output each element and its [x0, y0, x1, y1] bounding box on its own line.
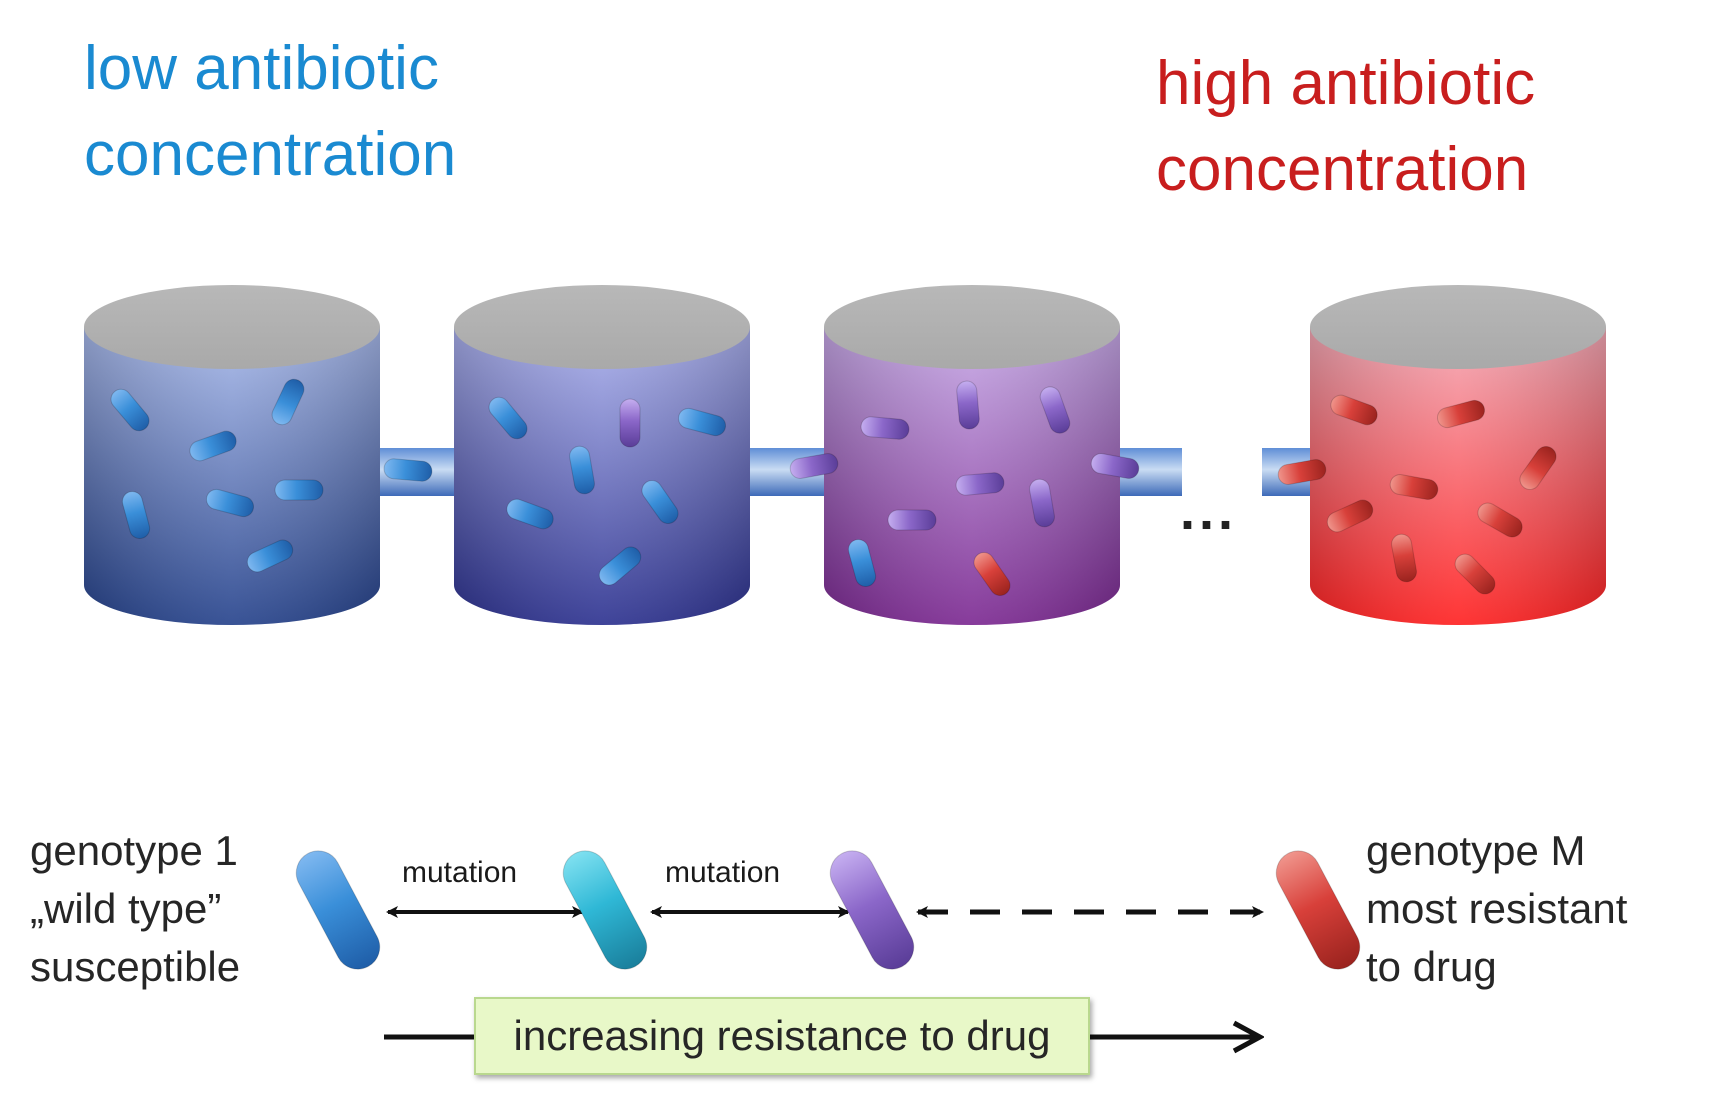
bacterium-icon — [1477, 502, 1523, 538]
bacterium-icon — [887, 509, 937, 531]
bacterium-icon — [488, 396, 528, 440]
bacterium-icon — [1277, 459, 1327, 485]
bacterium-icon — [271, 378, 305, 426]
mutation-label-1: mutation — [402, 856, 518, 889]
bioreactor-top — [84, 285, 380, 369]
bacterium-icon — [1454, 553, 1496, 595]
bacterium-icon — [1326, 499, 1374, 533]
bacterium-icon — [956, 380, 980, 430]
genotype-1-label: genotype 1 „wild type” susceptible — [30, 822, 240, 996]
bacterium-icon — [569, 445, 595, 495]
bacterium-icon — [1389, 474, 1439, 500]
bacterium-icon — [246, 539, 294, 573]
low-concentration-title: low antibiotic concentration — [84, 26, 456, 198]
genotype-bacteria — [295, 850, 1361, 970]
low-concentration-line2: concentration — [84, 120, 457, 189]
bacterium-icon — [1090, 453, 1140, 479]
bacterium-icon — [205, 488, 255, 518]
bacterium-icon — [1391, 533, 1417, 583]
bacterium-icon — [274, 479, 324, 501]
bioreactor-2 — [454, 285, 750, 625]
bacterium-icon — [677, 407, 727, 437]
bacterium-icon — [1519, 446, 1557, 490]
bacterium-icon — [860, 416, 910, 440]
high-concentration-title: high antibiotic concentration — [1156, 41, 1535, 213]
bacterium-icon — [189, 430, 237, 462]
high-concentration-line2: concentration — [1156, 135, 1529, 204]
genotype-1-type: „wild type” — [30, 885, 222, 932]
bacterium-icon — [295, 850, 381, 970]
bioreactor-1 — [84, 285, 380, 625]
high-concentration-line1: high antibiotic — [1156, 49, 1536, 118]
bacterium-icon — [506, 498, 554, 530]
bacterium-icon — [641, 480, 679, 524]
bioreactor-top — [824, 285, 1120, 369]
bioreactor-4 — [1310, 285, 1606, 625]
bioreactor-top — [1310, 285, 1606, 369]
resistance-box: increasing resistance to drug — [474, 997, 1090, 1075]
genotype-1-name: genotype 1 — [30, 827, 238, 874]
bacterium-icon — [955, 472, 1005, 496]
genotype-m-type: most resistant — [1366, 885, 1628, 932]
bacterium-icon — [562, 850, 648, 970]
genotype-m-label: genotype M most resistant to drug — [1366, 822, 1627, 996]
bacterium-icon — [847, 538, 877, 588]
genotype-m-name: genotype M — [1366, 827, 1586, 874]
bacterium-icon — [1330, 394, 1378, 426]
bacteria-population — [110, 378, 1557, 596]
resistance-label: increasing resistance to drug — [513, 1012, 1051, 1059]
bacterium-icon — [598, 546, 642, 586]
mutation-pathway — [295, 850, 1361, 1037]
bacterium-icon — [121, 490, 151, 540]
bacterium-icon — [1275, 850, 1361, 970]
ellipsis: ... — [1180, 481, 1238, 541]
bacterium-icon — [789, 453, 839, 479]
mutation-label-2: mutation — [665, 856, 781, 889]
bacterium-icon — [1029, 478, 1055, 528]
bacterium-icon — [383, 458, 433, 482]
bacterium-icon — [1039, 386, 1071, 434]
bioreactor-top — [454, 285, 750, 369]
bacterium-icon — [973, 552, 1011, 596]
genotype-1-property: susceptible — [30, 943, 241, 990]
bacterium-icon — [110, 388, 150, 432]
low-concentration-line1: low antibiotic — [84, 34, 439, 103]
bacterium-icon — [619, 398, 641, 448]
bacterium-icon — [829, 850, 915, 970]
bacterium-icon — [1436, 399, 1486, 429]
genotype-m-property: to drug — [1366, 943, 1497, 990]
